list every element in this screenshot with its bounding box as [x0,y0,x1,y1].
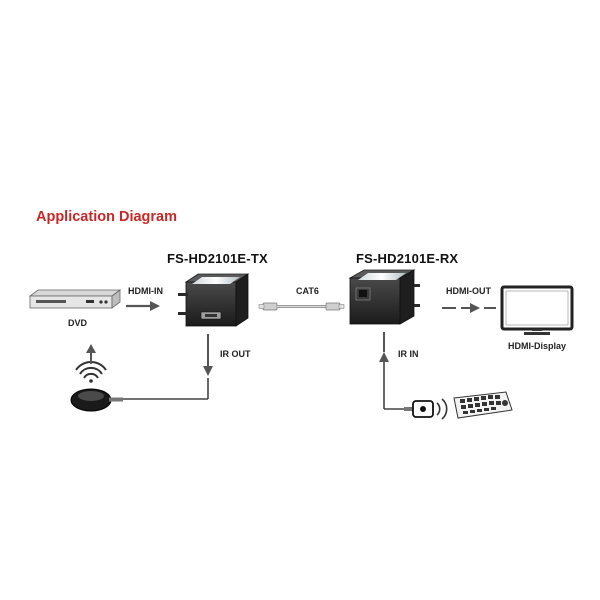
ir-out-label: IR OUT [220,349,251,359]
dvd-label: DVD [68,318,88,328]
hdmi-out-arrow [442,303,496,313]
rx-model-label: FS-HD2101E-RX [356,251,459,266]
remote-control-icon [453,391,513,419]
cat6-cable-icon [258,302,345,311]
ir-receiver-icon [404,398,448,420]
ir-signal-up-arrow [86,344,96,364]
ir-emitter-icon [70,388,123,412]
hdmi-display-icon [500,285,574,335]
diagram-title: Application Diagram [36,209,177,225]
dvd-player-icon [28,289,122,309]
wireless-signal-icon [75,361,107,383]
hdmi-in-label: HDMI-IN [128,286,163,296]
tx-model-label: FS-HD2101E-TX [167,251,268,266]
tx-extender-icon [178,273,250,327]
hdmi-display-label: HDMI-Display [508,341,567,351]
hdmi-in-arrow [126,301,160,311]
ir-out-line [122,334,213,400]
ir-in-line [379,332,404,410]
hdmi-out-label: HDMI-OUT [446,286,491,296]
rx-extender-icon [348,269,420,325]
cat6-label: CAT6 [296,286,319,296]
ir-in-label: IR IN [398,349,419,359]
